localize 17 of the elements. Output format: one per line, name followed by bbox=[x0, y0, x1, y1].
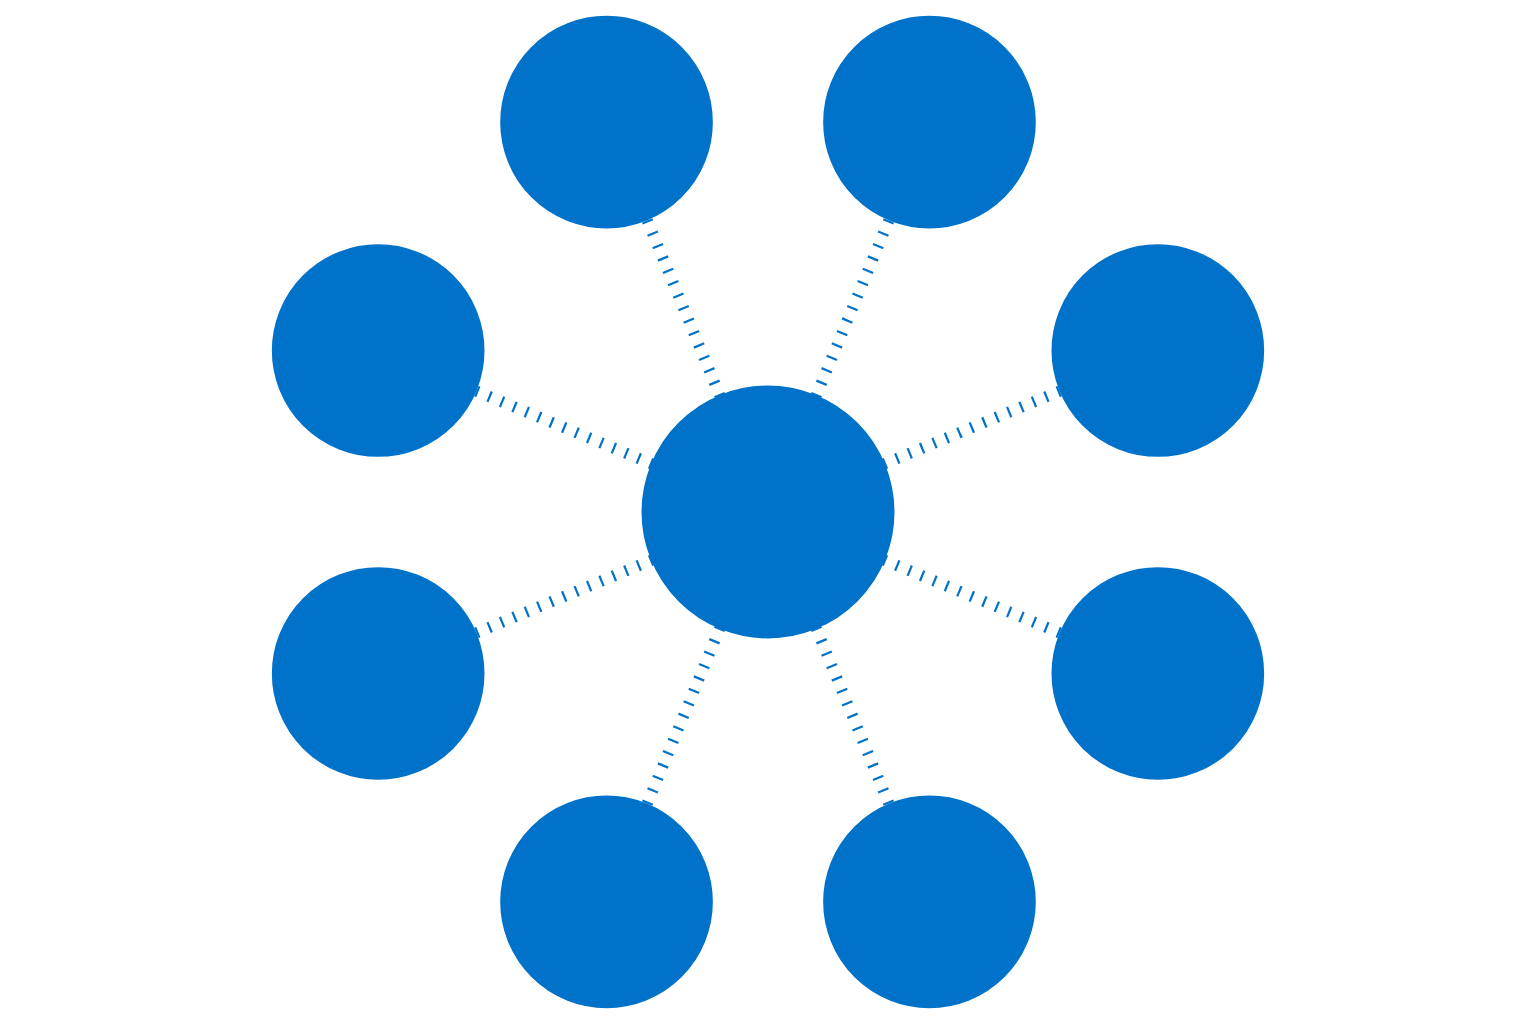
connector bbox=[881, 385, 1063, 470]
connector bbox=[810, 625, 895, 807]
node-circle bbox=[1051, 567, 1265, 780]
connector bbox=[810, 217, 895, 399]
connector bbox=[473, 385, 655, 470]
node-circle bbox=[823, 795, 1036, 1009]
node-circle bbox=[271, 244, 485, 457]
node-circle bbox=[823, 15, 1036, 229]
node-circle bbox=[500, 15, 713, 229]
node-circle bbox=[271, 567, 485, 780]
node-circle bbox=[1051, 244, 1265, 457]
node-circle bbox=[641, 385, 895, 639]
connector bbox=[641, 217, 726, 399]
connector bbox=[881, 554, 1063, 639]
connector bbox=[473, 554, 655, 639]
connector bbox=[641, 625, 726, 807]
node-circle bbox=[500, 795, 713, 1009]
